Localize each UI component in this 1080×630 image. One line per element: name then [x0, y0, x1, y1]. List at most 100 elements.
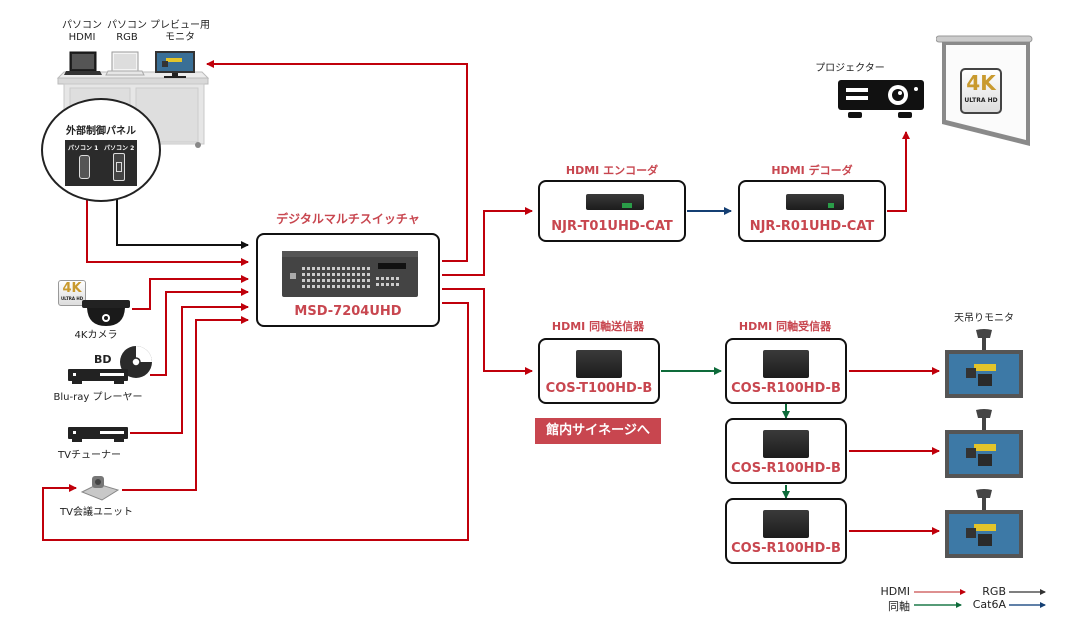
desk-label-line2: RGB — [116, 32, 138, 43]
encoder-title: HDMI エンコーダ — [565, 164, 659, 177]
switcher-button — [357, 279, 360, 282]
4k-badge-icon: 4K ULTRA HD — [58, 280, 86, 306]
wire-tuner — [130, 303, 249, 434]
switcher-button — [327, 273, 330, 276]
switcher-button — [391, 283, 394, 286]
ceiling-monitor-icon — [944, 488, 1024, 560]
coax-rx-box-3[interactable]: COS-R100HD-B — [725, 498, 847, 564]
switcher-button — [302, 285, 305, 288]
control-panel-title: 外部制御パネル — [66, 126, 136, 137]
legend-coax-label: 同軸 — [888, 600, 910, 613]
switcher-button — [352, 267, 355, 270]
rgb-port-icon[interactable] — [113, 153, 125, 181]
switcher-button — [391, 277, 394, 280]
screen-4k-badge-sub: ULTRA HD — [964, 97, 998, 104]
switcher-button — [322, 273, 325, 276]
coax-tx-device-icon — [576, 350, 622, 378]
wire-panel-hdmi — [86, 193, 249, 266]
dome-camera-icon — [82, 300, 130, 326]
wire-coax-tx — [442, 288, 533, 375]
switcher-button — [386, 277, 389, 280]
desk-label-line1: プレビュー用 — [150, 20, 210, 31]
switcher-button — [352, 273, 355, 276]
coax-rx-box-1[interactable]: COS-R100HD-B — [725, 338, 847, 404]
encoder-model: NJR-T01UHD-CAT — [551, 219, 673, 234]
switcher-button — [381, 283, 384, 286]
coax-rx-device-icon — [763, 510, 809, 538]
switcher-button — [322, 267, 325, 270]
switcher-button — [357, 273, 360, 276]
switcher-button — [317, 279, 320, 282]
decoder-model: NJR-R01UHD-CAT — [749, 219, 875, 234]
conference-camera-icon — [80, 476, 120, 501]
panel-port-label-2: パソコン 2 — [104, 145, 135, 152]
switcher-button — [367, 273, 370, 276]
4k-badge-sub: ULTRA HD — [60, 296, 84, 301]
switcher-button — [367, 285, 370, 288]
decoder-device-icon — [786, 194, 844, 210]
switcher-button — [376, 277, 379, 280]
wire-conference — [122, 316, 249, 491]
switcher-button — [332, 285, 335, 288]
panel-port-label-1: パソコン 1 — [68, 145, 99, 152]
hdmi-port-icon[interactable] — [79, 155, 90, 179]
switcher-button — [357, 285, 360, 288]
coax-tx-model: COS-T100HD-B — [545, 381, 653, 396]
conference-label: TV会議ユニット — [60, 507, 133, 518]
ceiling-monitor-icon — [944, 408, 1024, 480]
control-panel-plate: パソコン 1 パソコン 2 — [65, 140, 137, 186]
desk-label-line1: パソコン — [62, 20, 102, 31]
switcher-button — [376, 283, 379, 286]
switcher-button — [327, 267, 330, 270]
signage-badge: 館内サイネージへ — [535, 418, 661, 444]
laptop-hdmi-icon — [64, 51, 102, 75]
switcher-button — [307, 267, 310, 270]
switcher-button — [312, 273, 315, 276]
switcher-model: MSD-7204UHD — [294, 304, 402, 319]
switcher-button — [317, 267, 320, 270]
switcher-button — [337, 285, 340, 288]
wire-bluray — [150, 288, 249, 376]
switcher-button — [342, 267, 345, 270]
switcher-button — [362, 279, 365, 282]
switcher-button — [347, 267, 350, 270]
coax-tx-box[interactable]: COS-T100HD-B — [538, 338, 660, 404]
switcher-button — [332, 267, 335, 270]
switcher-button — [396, 277, 399, 280]
coax-rx-device-icon — [763, 430, 809, 458]
switcher-button — [381, 277, 384, 280]
laptop-rgb-icon — [105, 51, 145, 76]
switcher-button — [302, 279, 305, 282]
switcher-button — [367, 279, 370, 282]
legend-lines — [914, 589, 1046, 608]
desk-label-line2: HDMI — [68, 32, 96, 43]
switcher-button — [317, 273, 320, 276]
wire-preview — [206, 60, 468, 262]
switcher-box[interactable]: MSD-7204UHD — [256, 233, 440, 327]
coax-rx-box-2[interactable]: COS-R100HD-B — [725, 418, 847, 484]
decoder-box[interactable]: NJR-R01UHD-CAT — [738, 180, 886, 242]
switcher-button — [342, 279, 345, 282]
switcher-button — [307, 279, 310, 282]
wire-encoder — [442, 207, 533, 276]
encoder-box[interactable]: NJR-T01UHD-CAT — [538, 180, 686, 242]
preview-monitor-icon — [155, 51, 195, 78]
desk-label-hdmi-pc: パソコン HDMI — [60, 20, 104, 44]
legend-cat6a-label: Cat6A — [972, 598, 1006, 611]
switcher-button — [307, 273, 310, 276]
wire-camera — [132, 275, 249, 310]
legend-hdmi-label: HDMI — [880, 585, 910, 598]
switcher-button — [362, 273, 365, 276]
coax-tx-title: HDMI 同軸送信器 — [551, 320, 645, 333]
switcher-button — [352, 285, 355, 288]
switcher-button — [317, 285, 320, 288]
switcher-button — [362, 285, 365, 288]
switcher-button — [337, 279, 340, 282]
switcher-title: デジタルマルチスイッチャ — [276, 212, 420, 226]
switcher-button — [347, 273, 350, 276]
switcher-button — [337, 273, 340, 276]
switcher-button — [312, 267, 315, 270]
switcher-button — [367, 267, 370, 270]
coax-rx-device-icon — [763, 350, 809, 378]
